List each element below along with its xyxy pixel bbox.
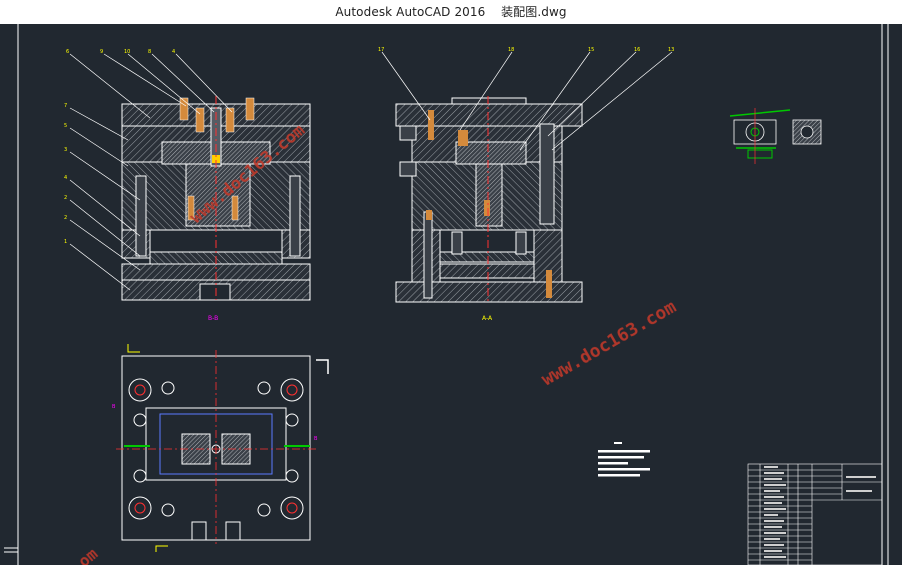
window-title: Autodesk AutoCAD 2016 装配图.dwg (0, 0, 902, 24)
svg-text:1: 1 (64, 239, 67, 245)
svg-text:6: 6 (66, 49, 69, 55)
svg-text:15: 15 (588, 47, 594, 53)
svg-text:www.doc163.com: www.doc163.com (538, 296, 680, 390)
app-title: Autodesk AutoCAD 2016 (335, 5, 486, 19)
part-detail-views[interactable] (729, 108, 822, 164)
svg-text:13: 13 (668, 47, 674, 53)
svg-text:B: B (112, 404, 116, 410)
file-name: 装配图.dwg (501, 5, 567, 19)
svg-text:8: 8 (148, 49, 151, 55)
svg-text:10: 10 (124, 49, 130, 55)
section-view-aa[interactable]: 17 18 15 16 13 A-A (378, 47, 674, 322)
svg-text:B: B (314, 436, 318, 442)
svg-text:4: 4 (64, 175, 67, 181)
svg-text:9: 9 (100, 49, 103, 55)
svg-text:17: 17 (378, 47, 384, 53)
title-block[interactable] (747, 463, 883, 565)
svg-text:18: 18 (508, 47, 514, 53)
svg-text:2: 2 (64, 195, 67, 201)
svg-text:16: 16 (634, 47, 640, 53)
drawing-canvas[interactable]: 6 9 10 8 4 7 5 3 4 2 2 1 B-B (0, 24, 902, 565)
section-label-bb: B-B (208, 315, 218, 322)
svg-text:4: 4 (172, 49, 175, 55)
plan-view[interactable]: B B (112, 344, 329, 552)
svg-text:om: om (74, 544, 101, 565)
svg-text:2: 2 (64, 215, 67, 221)
section-view-bb[interactable]: 6 9 10 8 4 7 5 3 4 2 2 1 B-B (64, 49, 311, 322)
drawing-svg[interactable]: 6 9 10 8 4 7 5 3 4 2 2 1 B-B (0, 24, 902, 565)
section-label-aa: A-A (482, 315, 493, 322)
svg-text:5: 5 (64, 123, 67, 129)
svg-text:3: 3 (64, 147, 67, 153)
title-bar: Autodesk AutoCAD 2016 装配图.dwg (0, 0, 902, 25)
svg-text:7: 7 (64, 103, 67, 109)
technical-notes (598, 442, 650, 477)
